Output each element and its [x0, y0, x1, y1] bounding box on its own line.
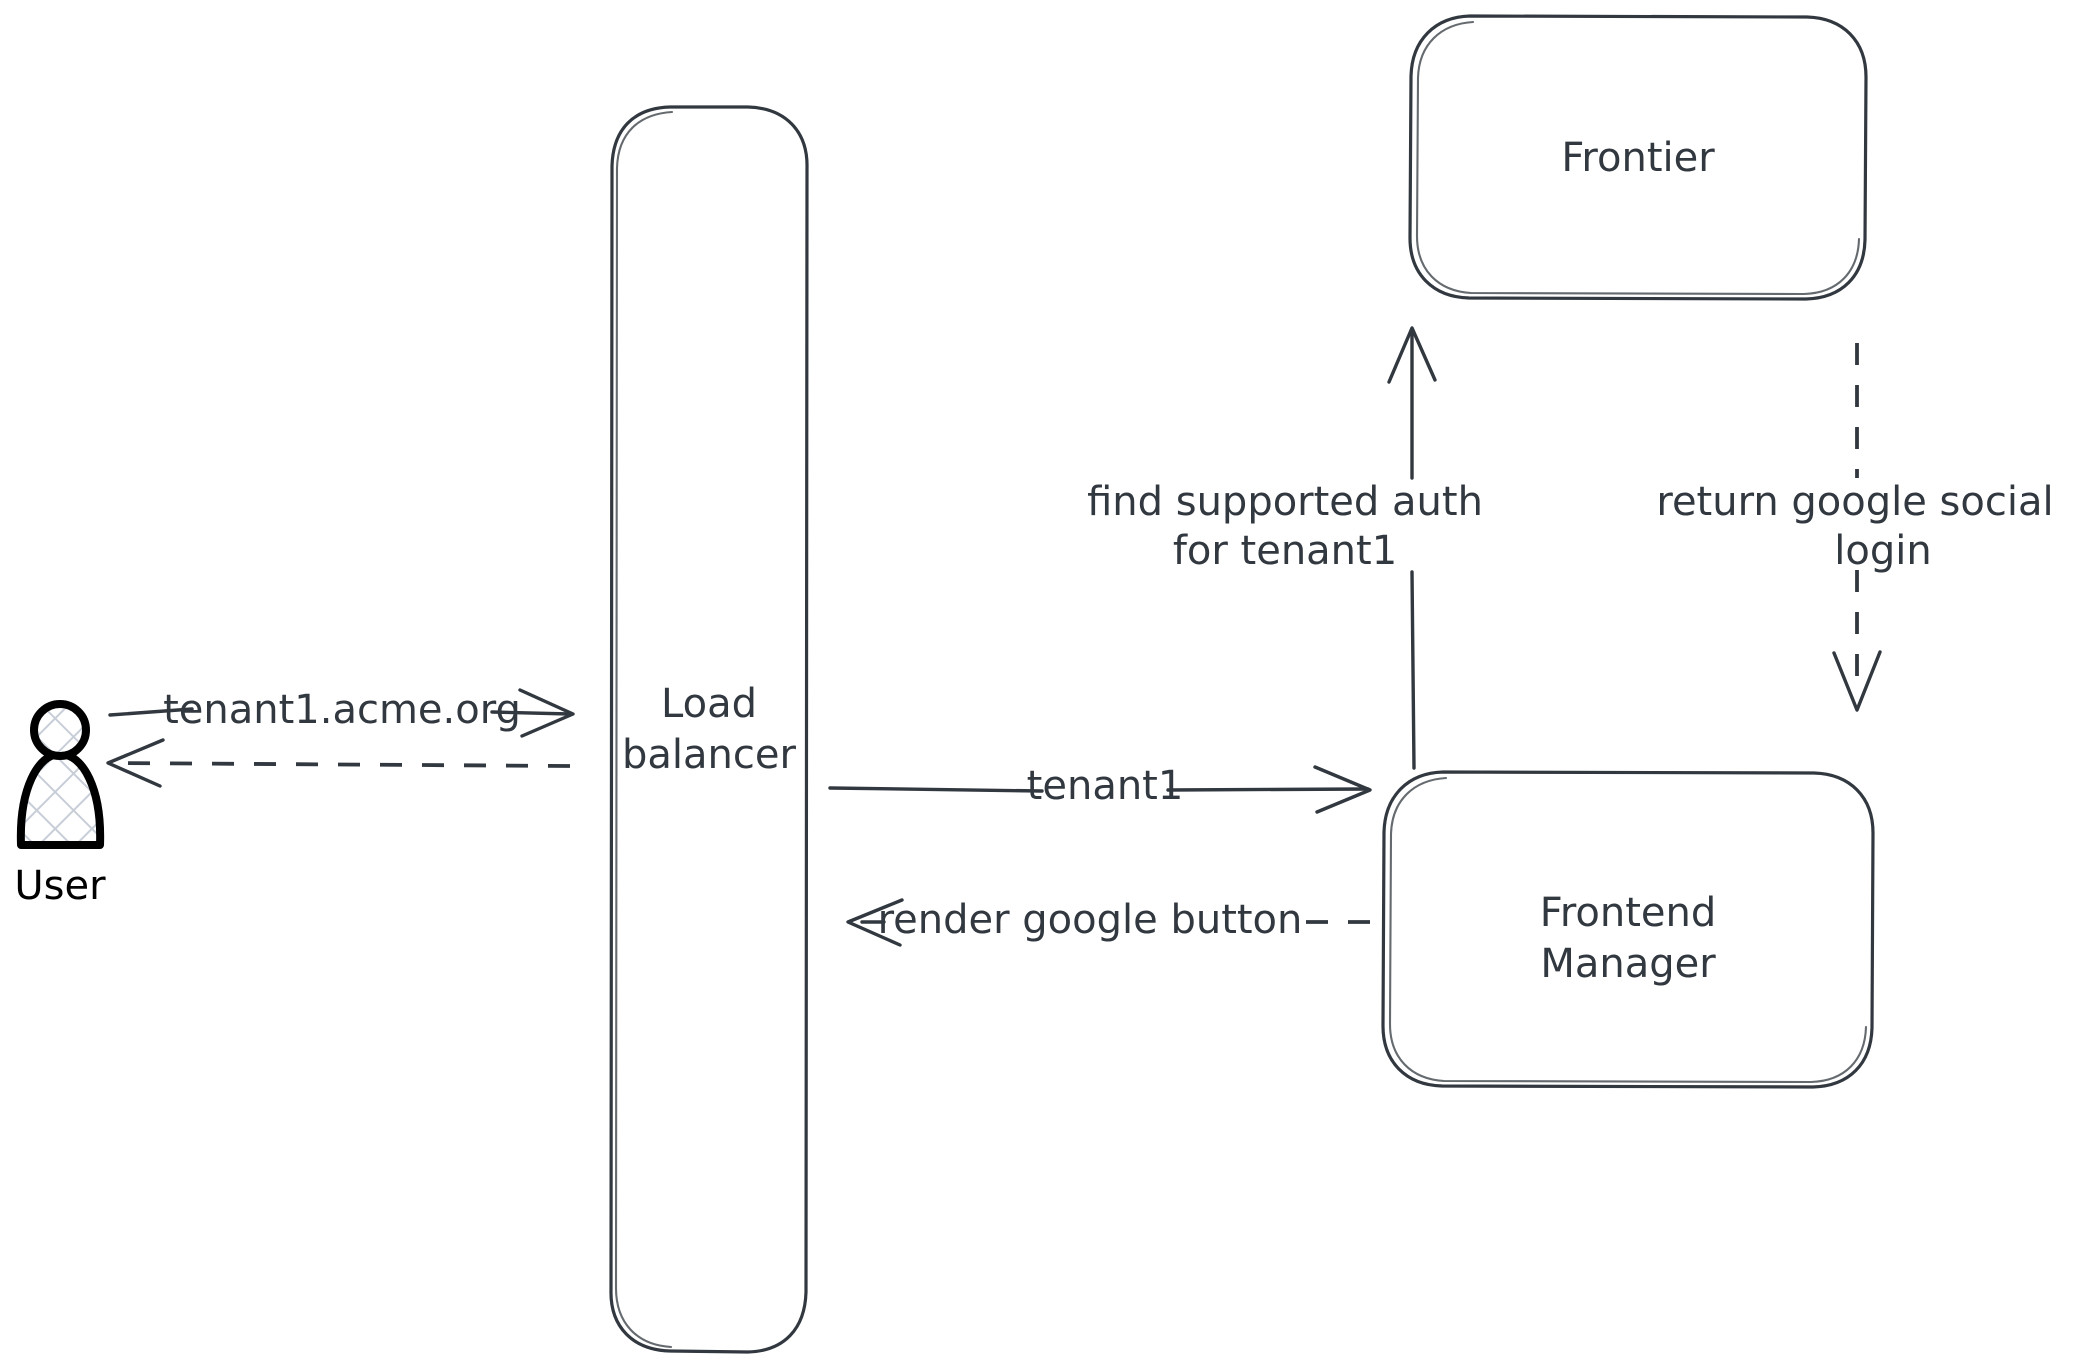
edge-user-to-load-balancer[interactable]: tenant1.acme.org: [108, 687, 575, 738]
frontend-manager-label-line2: Manager: [1540, 941, 1716, 987]
frontend-manager-outline: [1381, 770, 1875, 1089]
edge-label-tenant1: tenant1: [1027, 763, 1184, 809]
edge-label-tenant1-acme-org: tenant1.acme.org: [163, 687, 521, 733]
arrowhead-left: [106, 738, 165, 788]
edge-load-balancer-to-user[interactable]: [106, 738, 571, 788]
person-actor-icon[interactable]: User: [14, 700, 106, 909]
actor-head-fill: [34, 704, 86, 756]
edge-line-right: [490, 710, 572, 716]
load-balancer-outline-sketch: [614, 110, 674, 1349]
edge-frontend-manager-to-frontier[interactable]: find supported auth for tenant1: [1087, 326, 1483, 770]
frontend-manager-label-line1: Frontend: [1540, 890, 1717, 936]
edge-line-right: [1166, 787, 1370, 792]
edge-line-left: [108, 707, 194, 717]
arrowhead-left: [846, 898, 904, 947]
edge-label-find-supported-auth-line2: for tenant1: [1173, 528, 1397, 574]
edge-label-return-google-social-line1: return google social: [1656, 479, 2053, 525]
load-balancer-outline: [609, 105, 809, 1354]
frontier-outline-sketch: [1415, 20, 1861, 296]
edge-frontier-to-frontend-manager[interactable]: return google social login: [1656, 343, 2054, 712]
node-frontier[interactable]: Frontier: [1408, 14, 1868, 301]
actor-head: [30, 700, 90, 760]
arrowhead-right: [1313, 765, 1372, 814]
frontend-manager-outline-sketch: [1388, 776, 1868, 1084]
node-load-balancer[interactable]: Load balancer: [609, 105, 809, 1354]
edge-line-left: [828, 786, 1044, 793]
load-balancer-label-line2: balancer: [622, 732, 796, 778]
edge-label-render-google-button: render google button: [878, 897, 1303, 943]
arrowhead-up: [1387, 326, 1437, 384]
edge-label-return-google-social-line2: login: [1834, 528, 1931, 574]
frontier-outline: [1408, 14, 1868, 301]
arrowhead-down: [1832, 650, 1882, 712]
load-balancer-label-line1: Load: [661, 681, 757, 727]
arrowhead-right: [518, 688, 575, 738]
edge-line-lower: [1410, 570, 1416, 770]
frontier-label: Frontier: [1561, 135, 1715, 181]
actor-body-fill: [19, 755, 102, 845]
edge-label-find-supported-auth-line1: find supported auth: [1087, 479, 1483, 525]
actor-label-user: User: [14, 863, 106, 909]
edge-load-balancer-to-frontend-manager[interactable]: tenant1: [828, 763, 1372, 814]
edge-line-dashed: [111, 761, 571, 768]
edge-frontend-manager-to-load-balancer[interactable]: render google button: [846, 897, 1370, 947]
node-frontend-manager[interactable]: Frontend Manager: [1381, 770, 1875, 1089]
